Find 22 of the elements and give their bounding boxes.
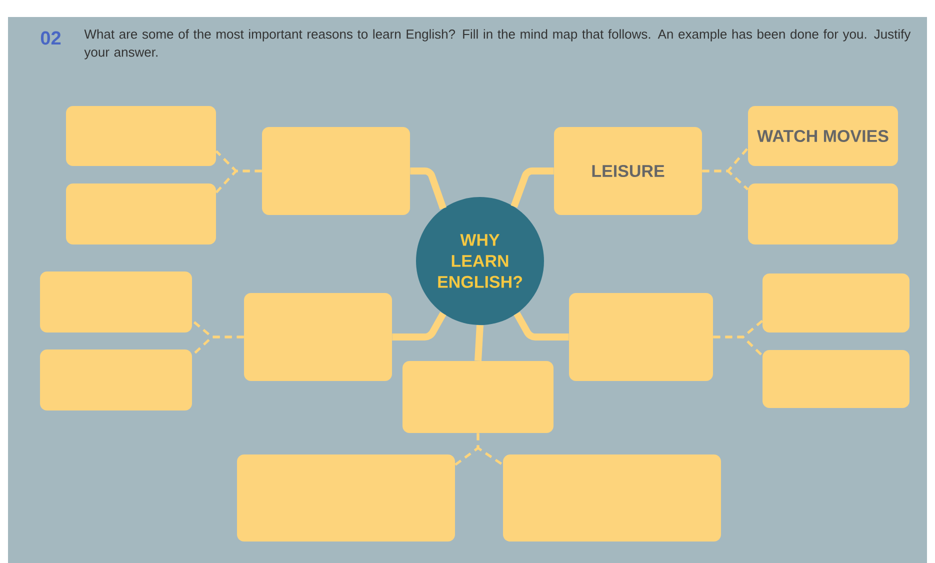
- answer-box: [762, 350, 910, 408]
- text-box: LEISURE: [554, 127, 702, 215]
- answer-box: [66, 106, 216, 166]
- text-box: WATCH MOVIES: [748, 106, 898, 166]
- answer-box: [762, 274, 910, 332]
- answer-box: [503, 454, 721, 542]
- answer-box: [40, 350, 192, 410]
- answer-box: [244, 293, 392, 381]
- dashed-branch-line: [476, 433, 504, 466]
- answer-box: [748, 184, 898, 244]
- answer-box: [237, 454, 455, 542]
- connector-line: [474, 325, 484, 361]
- answer-box: [262, 127, 410, 215]
- answer-box: [40, 272, 192, 332]
- answer-box: [402, 361, 554, 433]
- exercise-number: 02: [40, 31, 61, 45]
- answer-box: [569, 293, 713, 381]
- dashed-branch-line: [713, 336, 764, 357]
- dashed-branch-line: [215, 170, 262, 194]
- answer-box: [66, 184, 216, 244]
- instruction-text: What are some of the most important reasons to learn English? Fill in the mind map that follows. An example has been done for you. Justify your answer.: [84, 29, 911, 60]
- dashed-branch-line: [702, 170, 749, 190]
